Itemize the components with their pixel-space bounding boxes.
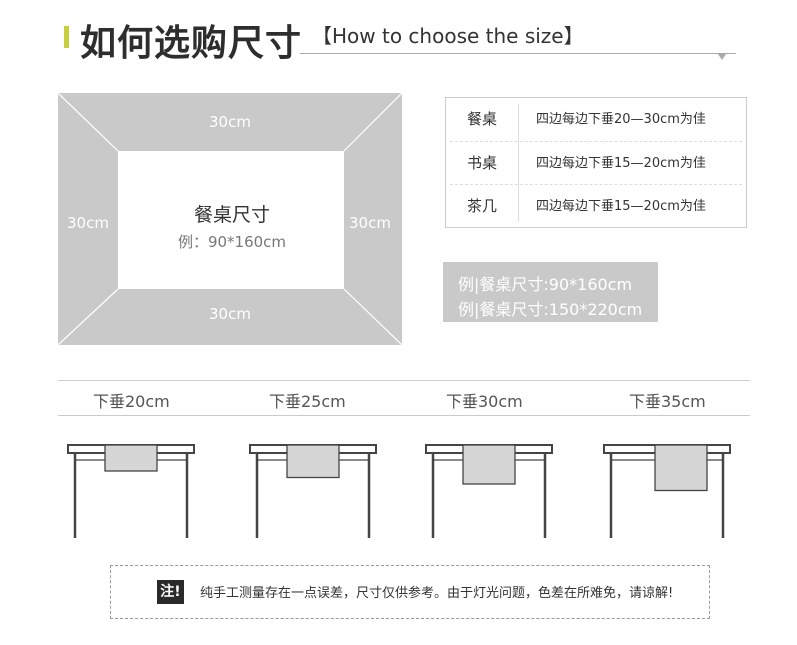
corner-line — [58, 288, 119, 345]
drop-label-right: 30cm — [349, 214, 391, 232]
cloth-drop — [104, 444, 158, 472]
size-example-box: 例|餐桌尺寸:90*160cm 例|餐桌尺寸:150*220cm — [443, 262, 658, 322]
table-divider — [518, 104, 519, 222]
drop-label: 下垂20cm — [93, 392, 170, 411]
table-drop-illustrations — [67, 444, 731, 538]
row-divider — [450, 141, 742, 142]
drop-label: 下垂30cm — [446, 392, 523, 411]
cloth-drop — [462, 444, 516, 485]
example-line-2: 例|餐桌尺寸:150*220cm — [458, 300, 643, 319]
row-divider — [450, 184, 742, 185]
cloth-drop — [286, 444, 340, 479]
row-name: 茶几 — [466, 197, 497, 215]
note-badge: 注! — [157, 580, 184, 604]
corner-line — [343, 93, 402, 152]
row-desc: 四边每边下垂20—30cm为佳 — [536, 112, 706, 127]
page-title: 如何选购尺寸 — [80, 23, 303, 64]
tablecloth-diagram — [58, 93, 402, 345]
corner-line — [343, 288, 402, 345]
drop-section-divider — [58, 415, 750, 416]
drop-label: 下垂25cm — [269, 392, 346, 411]
drop-label-bottom: 30cm — [209, 305, 251, 323]
disclaimer-box — [110, 565, 710, 619]
table-row: 书桌 四边每边下垂15—20cm为佳 — [446, 142, 746, 185]
disclaimer-text: 纯手工测量存在一点误差，尺寸仅供参考。由于灯光问题，色差在所难免，请谅解! — [200, 586, 674, 601]
drop-section-divider — [58, 380, 750, 381]
example-line-1: 例|餐桌尺寸:90*160cm — [458, 275, 633, 294]
table-size-title: 餐桌尺寸 — [193, 204, 270, 226]
drop-recommendation-table: 餐桌 四边每边下垂20—30cm为佳 书桌 四边每边下垂15—20cm为佳 茶几… — [445, 97, 747, 228]
corner-line — [58, 93, 119, 152]
table-row: 餐桌 四边每边下垂20—30cm为佳 — [446, 98, 746, 141]
header-accent-bar — [64, 26, 69, 48]
row-name: 书桌 — [466, 154, 497, 172]
header-divider — [300, 53, 736, 54]
row-desc: 四边每边下垂15—20cm为佳 — [536, 156, 706, 171]
row-desc: 四边每边下垂15—20cm为佳 — [536, 199, 706, 214]
table-row: 茶几 四边每边下垂15—20cm为佳 — [446, 185, 746, 228]
page-subtitle: 【How to choose the size】 — [312, 24, 584, 48]
cloth-drop — [654, 444, 708, 492]
header-caret-icon — [718, 54, 726, 60]
table-size-example: 例：90*160cm — [177, 233, 287, 251]
row-name: 餐桌 — [466, 110, 497, 128]
drop-label: 下垂35cm — [629, 392, 706, 411]
drop-label-top: 30cm — [209, 113, 251, 131]
table-top — [118, 151, 344, 289]
drop-label-left: 30cm — [67, 214, 109, 232]
